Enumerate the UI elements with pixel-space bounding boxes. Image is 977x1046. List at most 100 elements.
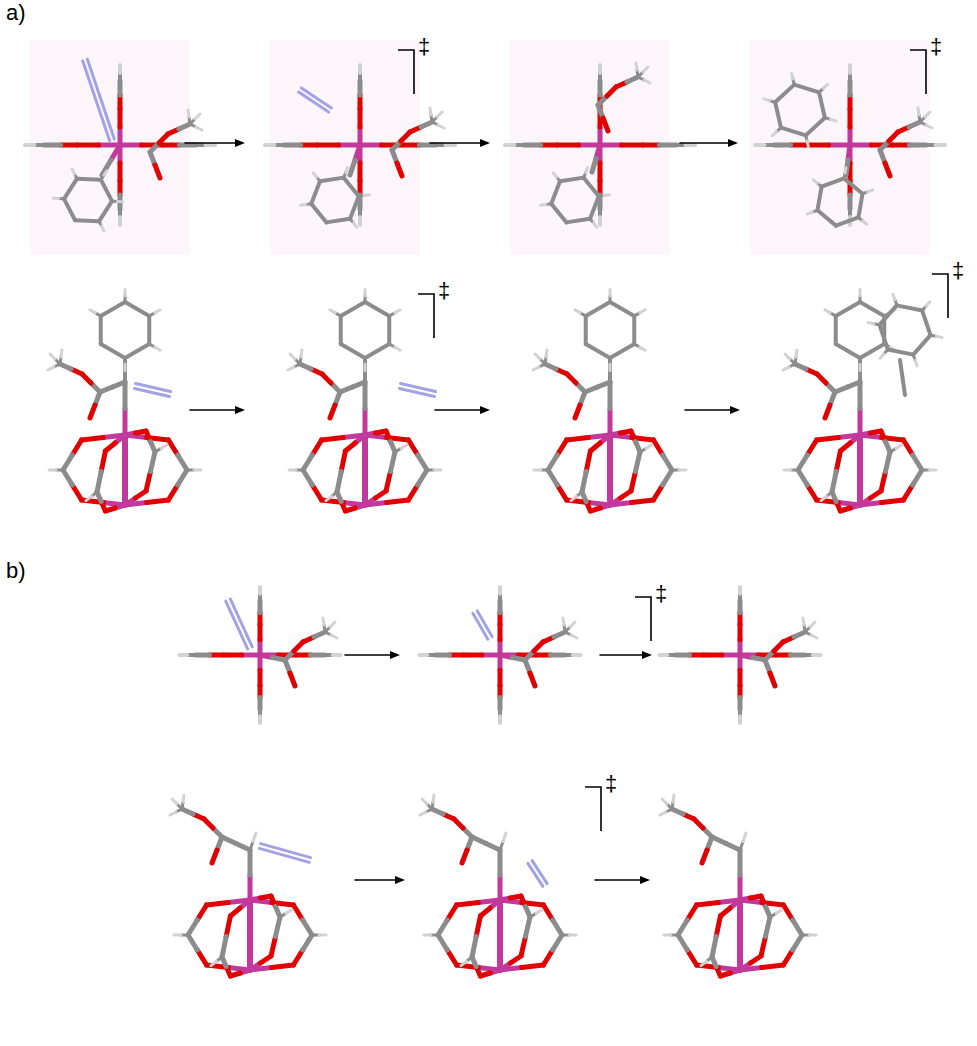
bond-stick bbox=[659, 653, 667, 657]
bond-stick bbox=[224, 653, 242, 658]
bond-stick bbox=[822, 178, 845, 186]
bond-stick bbox=[172, 799, 177, 804]
bond-stick bbox=[926, 302, 930, 306]
bond-stick bbox=[461, 961, 467, 965]
bond-stick bbox=[155, 310, 160, 313]
bond-stick bbox=[345, 654, 392, 656]
bond-stick bbox=[276, 917, 281, 937]
reaction-arrow-head bbox=[480, 139, 490, 147]
bond-stick bbox=[97, 492, 101, 502]
bond-stick bbox=[273, 658, 286, 661]
bond-stick bbox=[834, 316, 838, 344]
bond-stick bbox=[326, 219, 350, 223]
bond-stick bbox=[100, 387, 113, 392]
bond-stick bbox=[330, 405, 335, 418]
bond-stick bbox=[610, 344, 634, 358]
bond-stick bbox=[783, 905, 792, 920]
bond-stick bbox=[832, 472, 836, 493]
panel-label: b) bbox=[6, 560, 26, 582]
bond-stick bbox=[364, 193, 369, 197]
bond-stick bbox=[303, 920, 312, 935]
bond-stick bbox=[918, 108, 919, 115]
bond-stick bbox=[810, 622, 815, 627]
bond-stick bbox=[823, 84, 827, 88]
bond-stick bbox=[432, 809, 443, 814]
bond-stick bbox=[258, 716, 262, 723]
bond-stick bbox=[72, 440, 81, 455]
bond-stick bbox=[188, 110, 189, 117]
bond-stick bbox=[174, 934, 181, 937]
bond-stick bbox=[188, 935, 197, 950]
bond-stick bbox=[401, 445, 407, 449]
bond-stick bbox=[680, 142, 730, 144]
bond-stick bbox=[212, 850, 217, 863]
bond-stick bbox=[63, 470, 72, 485]
bond-stick bbox=[86, 496, 92, 500]
bond-stick bbox=[333, 653, 341, 657]
bond-stick bbox=[610, 302, 634, 316]
bond-stick bbox=[850, 143, 871, 148]
bond-stick bbox=[659, 143, 676, 148]
panel-ground bbox=[30, 40, 190, 255]
bond-stick bbox=[290, 354, 295, 359]
bond-stick bbox=[530, 673, 535, 686]
bond-stick bbox=[900, 360, 905, 395]
bond-stick bbox=[798, 455, 807, 470]
bond-stick bbox=[830, 119, 836, 121]
bond-stick bbox=[207, 903, 229, 906]
bond-stick bbox=[896, 445, 902, 449]
bond-stick bbox=[364, 364, 367, 370]
bond-stick bbox=[880, 305, 897, 324]
bond-stick bbox=[498, 875, 503, 900]
bond-stick bbox=[226, 601, 248, 649]
bond-stick bbox=[716, 916, 720, 937]
bond-stick bbox=[753, 658, 766, 661]
bond-stick bbox=[913, 455, 922, 470]
bond-stick bbox=[897, 305, 922, 310]
bond-stick bbox=[498, 850, 503, 875]
bond-stick bbox=[430, 142, 482, 144]
bond-stick bbox=[464, 653, 482, 658]
bond-stick bbox=[590, 196, 599, 218]
reaction-arrow-head bbox=[730, 406, 740, 414]
bond-stick bbox=[473, 613, 488, 639]
bond-stick bbox=[311, 204, 326, 223]
bond-stick bbox=[566, 219, 590, 223]
bond-stick bbox=[155, 165, 160, 178]
bond-stick bbox=[350, 160, 355, 175]
bond-stick bbox=[775, 102, 781, 127]
bond-stick bbox=[168, 485, 177, 500]
bond-stick bbox=[663, 455, 672, 470]
bond-stick bbox=[909, 143, 926, 148]
bond-stick bbox=[860, 344, 884, 358]
bond-stick bbox=[124, 364, 127, 370]
bond-stick bbox=[603, 118, 608, 131]
bond-stick bbox=[535, 354, 540, 359]
bond-stick bbox=[196, 127, 202, 130]
bond-stick bbox=[53, 197, 58, 200]
bond-stick bbox=[675, 653, 689, 658]
bond-stick bbox=[337, 472, 341, 493]
bond-stick bbox=[807, 440, 816, 455]
bond-stick bbox=[408, 440, 417, 455]
bond-stick bbox=[123, 409, 128, 436]
bond-stick bbox=[60, 364, 71, 369]
bond-stick bbox=[323, 618, 324, 625]
bond-stick bbox=[503, 833, 506, 842]
reaction-arrow-head bbox=[235, 139, 245, 147]
bond-stick bbox=[194, 469, 201, 472]
bond-stick bbox=[118, 81, 123, 95]
bond-stick bbox=[195, 653, 209, 658]
bond-stick bbox=[170, 812, 176, 815]
bond-stick bbox=[794, 85, 819, 93]
bond-stick bbox=[526, 917, 531, 937]
bond-stick bbox=[860, 302, 884, 316]
bond-stick bbox=[817, 210, 835, 225]
bond-stick bbox=[586, 451, 590, 472]
bond-stick bbox=[790, 653, 804, 658]
bond-stick bbox=[796, 350, 797, 357]
bond-stick bbox=[64, 179, 77, 199]
bond-stick bbox=[821, 496, 827, 500]
bond-stick bbox=[271, 937, 276, 957]
bond-stick bbox=[421, 122, 432, 127]
